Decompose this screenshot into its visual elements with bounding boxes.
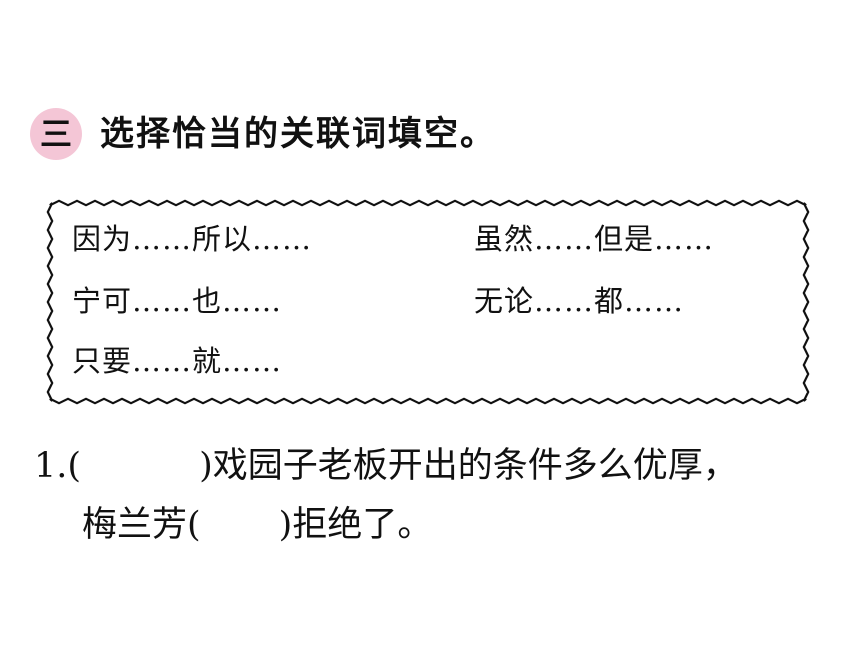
question-text-prefix: 梅兰芳( xyxy=(82,505,201,545)
section-title: 选择恰当的关联词填空。 xyxy=(100,114,496,154)
word-bank-item: 只要……就…… xyxy=(72,344,283,378)
question-text: 戏园子老板开出的条件多么优厚， xyxy=(212,446,738,486)
open-paren: ( xyxy=(67,446,82,486)
question-1-line-2: 梅兰芳()拒绝了。 xyxy=(82,508,432,543)
word-bank-item: 无论……都…… xyxy=(474,284,685,318)
question-text: 拒绝了。 xyxy=(292,505,433,545)
section-header: 三 选择恰当的关联词填空。 xyxy=(30,108,496,160)
question-number: 1. xyxy=(34,446,68,486)
wavy-border xyxy=(46,199,810,405)
section-number-badge: 三 xyxy=(30,108,82,160)
word-bank-box: 因为……所以…… 虽然……但是…… 宁可……也…… 无论……都…… 只要……就…… xyxy=(44,197,812,407)
close-paren: ) xyxy=(199,446,213,486)
question-1-line-1: 1.()戏园子老板开出的条件多么优厚， xyxy=(34,449,738,484)
word-bank-item: 宁可……也…… xyxy=(72,284,283,318)
word-bank-item: 因为……所以…… xyxy=(72,222,313,256)
word-bank-item: 虽然……但是…… xyxy=(474,222,715,256)
close-paren: ) xyxy=(278,505,293,545)
